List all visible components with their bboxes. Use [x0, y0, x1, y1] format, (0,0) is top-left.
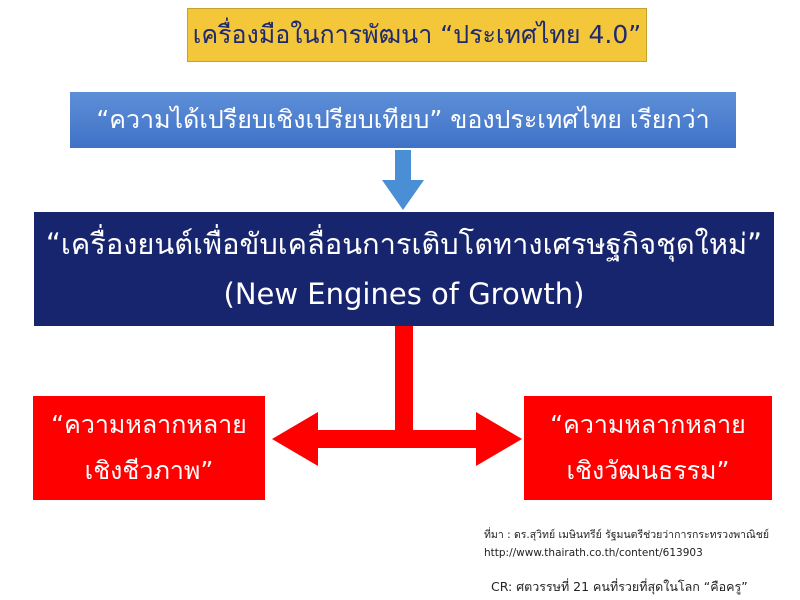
diagram-title-text: เครื่องมือในการพัฒนา “ประเทศไทย 4.0”	[192, 20, 642, 49]
cultural-diversity-line1: “ความหลากหลาย	[550, 410, 746, 439]
biodiversity-line1: “ความหลากหลาย	[51, 410, 247, 439]
cr-credit: CR: ศตวรรษที่ 21 คนที่รวยที่สุดในโลก “คื…	[491, 579, 748, 594]
comparative-advantage-box: “ความได้เปรียบเชิงเปรียบเทียบ” ของประเทศ…	[70, 92, 736, 148]
red-horizontal-bar	[310, 430, 498, 448]
new-engines-english-text: (New Engines of Growth)	[223, 277, 585, 311]
diagram-title: เครื่องมือในการพัฒนา “ประเทศไทย 4.0”	[187, 8, 647, 62]
red-right-arrowhead	[476, 412, 522, 466]
blue-down-arrow	[382, 150, 424, 210]
red-left-arrowhead	[272, 412, 318, 466]
source-url: http://www.thairath.co.th/content/613903	[484, 547, 703, 559]
biodiversity-box: “ความหลากหลาย เชิงชีวภาพ”	[33, 396, 265, 500]
comparative-advantage-text: “ความได้เปรียบเชิงเปรียบเทียบ” ของประเทศ…	[96, 105, 710, 134]
new-engines-box: “เครื่องยนต์เพื่อขับเคลื่อนการเติบโตทางเ…	[34, 212, 774, 326]
new-engines-thai-text: “เครื่องยนต์เพื่อขับเคลื่อนการเติบโตทางเ…	[45, 227, 763, 261]
source-credit: ที่มา : ดร.สุวิทย์ เมษินทรีย์ รัฐมนตรีช่…	[484, 529, 770, 541]
red-stem	[395, 326, 413, 438]
biodiversity-line2: เชิงชีวภาพ”	[84, 456, 214, 485]
cultural-diversity-line2: เชิงวัฒนธรรม”	[566, 456, 730, 485]
cultural-diversity-box: “ความหลากหลาย เชิงวัฒนธรรม”	[524, 396, 772, 500]
